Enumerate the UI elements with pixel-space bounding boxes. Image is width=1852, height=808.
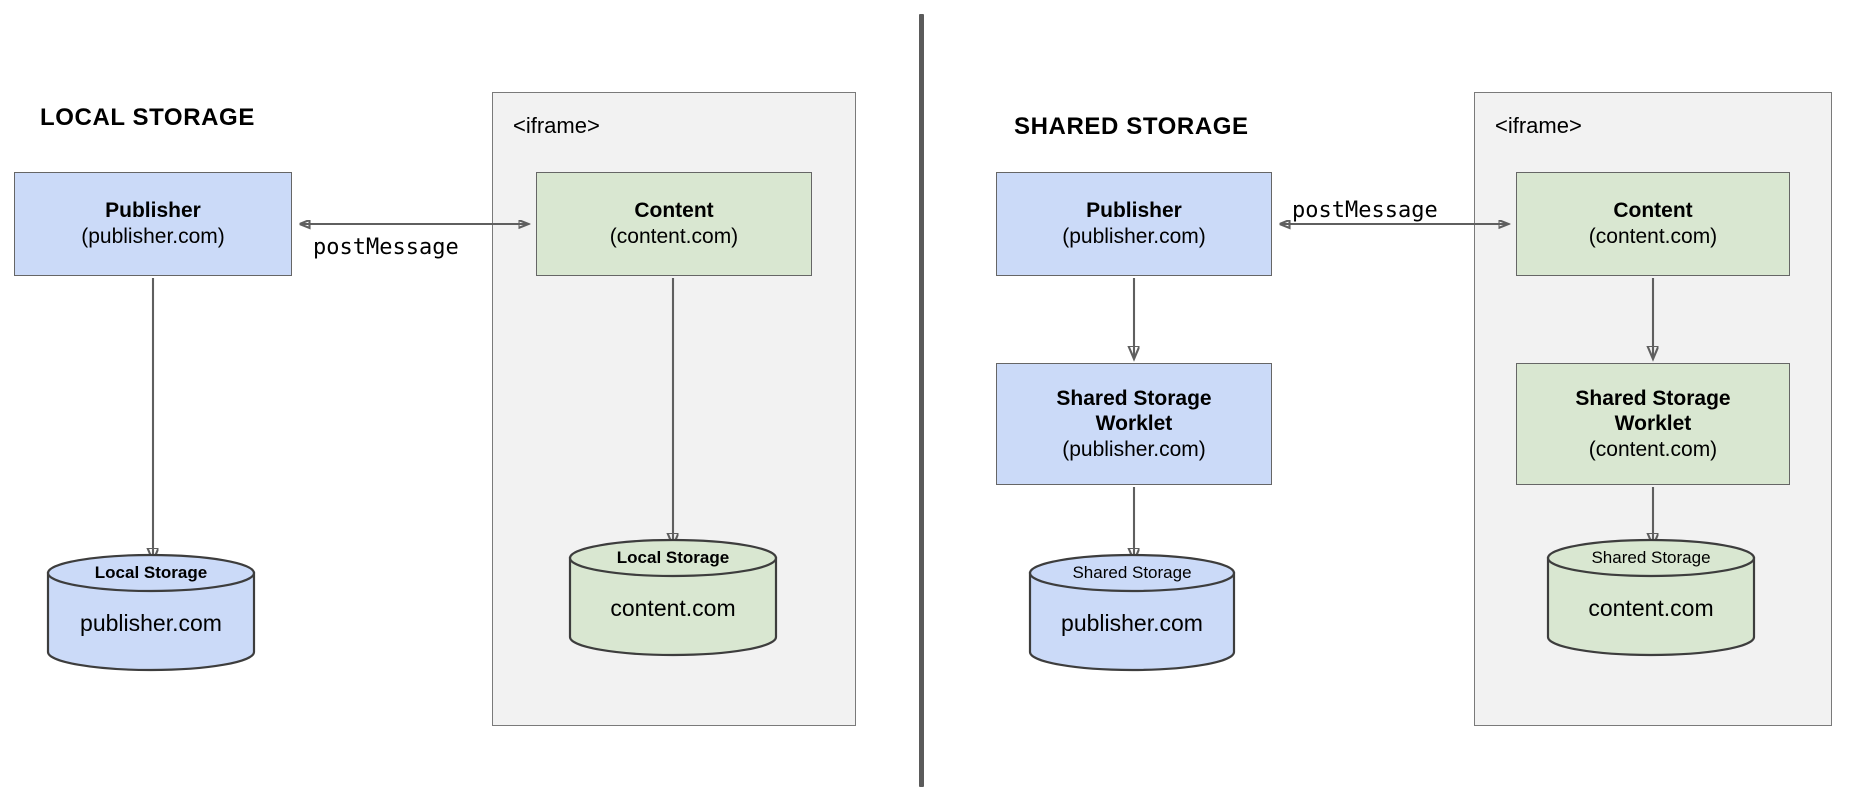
- node-title: Content: [634, 199, 714, 223]
- node-subtitle: (publisher.com): [1062, 437, 1206, 461]
- cylinder-shared-storage-publisher[interactable]: Shared Storage publisher.com: [1028, 553, 1236, 672]
- node-subtitle: (content.com): [1588, 437, 1718, 461]
- node-subtitle: (content.com): [1588, 225, 1718, 248]
- cylinder-top-label: Local Storage: [616, 548, 730, 567]
- database-cylinder-icon: [568, 538, 778, 657]
- node-title-line2: Worklet: [1095, 412, 1173, 436]
- cylinder-body-label: content.com: [1588, 595, 1714, 621]
- panel-title-local-storage: LOCAL STORAGE: [40, 104, 255, 131]
- iframe-label-right: <iframe>: [1495, 113, 1582, 138]
- cylinder-top-label: Shared Storage: [1591, 548, 1711, 567]
- cylinder-shared-storage-content[interactable]: Shared Storage content.com: [1546, 538, 1756, 657]
- cylinder-top-label: Shared Storage: [1072, 563, 1192, 582]
- node-subtitle: (publisher.com): [1062, 225, 1206, 248]
- node-publisher-local[interactable]: Publisher (publisher.com): [14, 172, 292, 276]
- cylinder-top-label: Local Storage: [94, 563, 208, 582]
- node-title-line2: Worklet: [1614, 412, 1692, 436]
- node-content-local[interactable]: Content (content.com): [536, 172, 812, 276]
- cylinder-local-storage-publisher[interactable]: Local Storage publisher.com: [46, 553, 256, 672]
- database-cylinder-icon: [1028, 553, 1236, 672]
- cylinder-body-label: publisher.com: [80, 610, 222, 636]
- panel-divider: [919, 14, 924, 787]
- node-publisher-shared[interactable]: Publisher (publisher.com): [996, 172, 1272, 276]
- node-shared-storage-worklet-publisher[interactable]: Shared Storage Worklet (publisher.com): [996, 363, 1272, 485]
- cylinder-body-label: content.com: [610, 595, 736, 621]
- node-content-shared[interactable]: Content (content.com): [1516, 172, 1790, 276]
- node-title-line1: Shared Storage: [1575, 386, 1731, 410]
- node-title: Content: [1613, 199, 1693, 223]
- database-cylinder-icon: [1546, 538, 1756, 657]
- database-cylinder-icon: [46, 553, 256, 672]
- postmessage-label-right: postMessage: [1292, 198, 1438, 223]
- iframe-label-left: <iframe>: [513, 113, 600, 138]
- node-subtitle: (publisher.com): [81, 225, 225, 248]
- postmessage-label-left: postMessage: [313, 235, 459, 260]
- panel-title-shared-storage: SHARED STORAGE: [1014, 113, 1249, 140]
- node-title: Publisher: [1086, 199, 1182, 223]
- cylinder-local-storage-content[interactable]: Local Storage content.com: [568, 538, 778, 657]
- node-subtitle: (content.com): [609, 225, 739, 248]
- node-title: Publisher: [105, 199, 201, 223]
- node-title-line1: Shared Storage: [1056, 386, 1212, 410]
- node-shared-storage-worklet-content[interactable]: Shared Storage Worklet (content.com): [1516, 363, 1790, 485]
- cylinder-body-label: publisher.com: [1061, 610, 1203, 636]
